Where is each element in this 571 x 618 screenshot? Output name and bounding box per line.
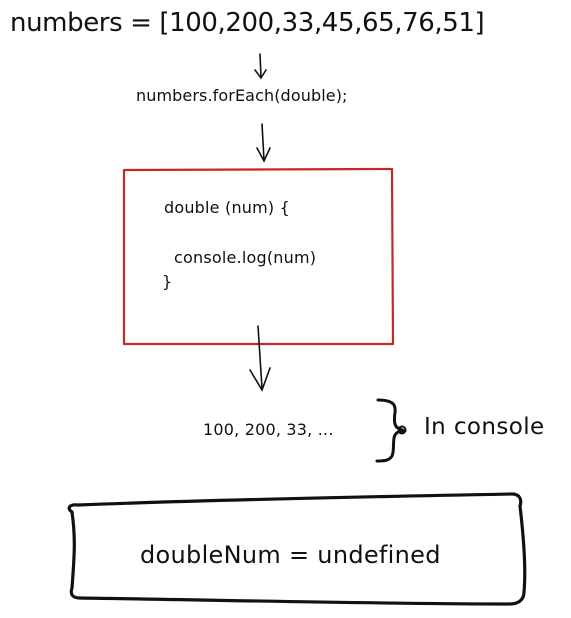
numbers-array-heading: numbers = [100,200,33,45,65,76,51] xyxy=(10,8,485,38)
arrow-call-to-function xyxy=(256,123,271,163)
foreach-call-line: numbers.forEach(double); xyxy=(136,86,348,105)
result-statement: doubleNum = undefined xyxy=(140,541,441,569)
console-label: In console xyxy=(424,414,545,440)
function-body-line: console.log(num) xyxy=(174,248,317,267)
arrow-heading-to-call xyxy=(254,53,267,80)
arrow-function-to-output xyxy=(249,325,271,392)
console-output-values: 100, 200, 33, ... xyxy=(203,420,334,439)
function-signature: double (num) { xyxy=(164,198,291,217)
brace-tip xyxy=(397,425,407,435)
function-closing-brace: } xyxy=(162,272,173,291)
console-brace xyxy=(375,398,406,463)
